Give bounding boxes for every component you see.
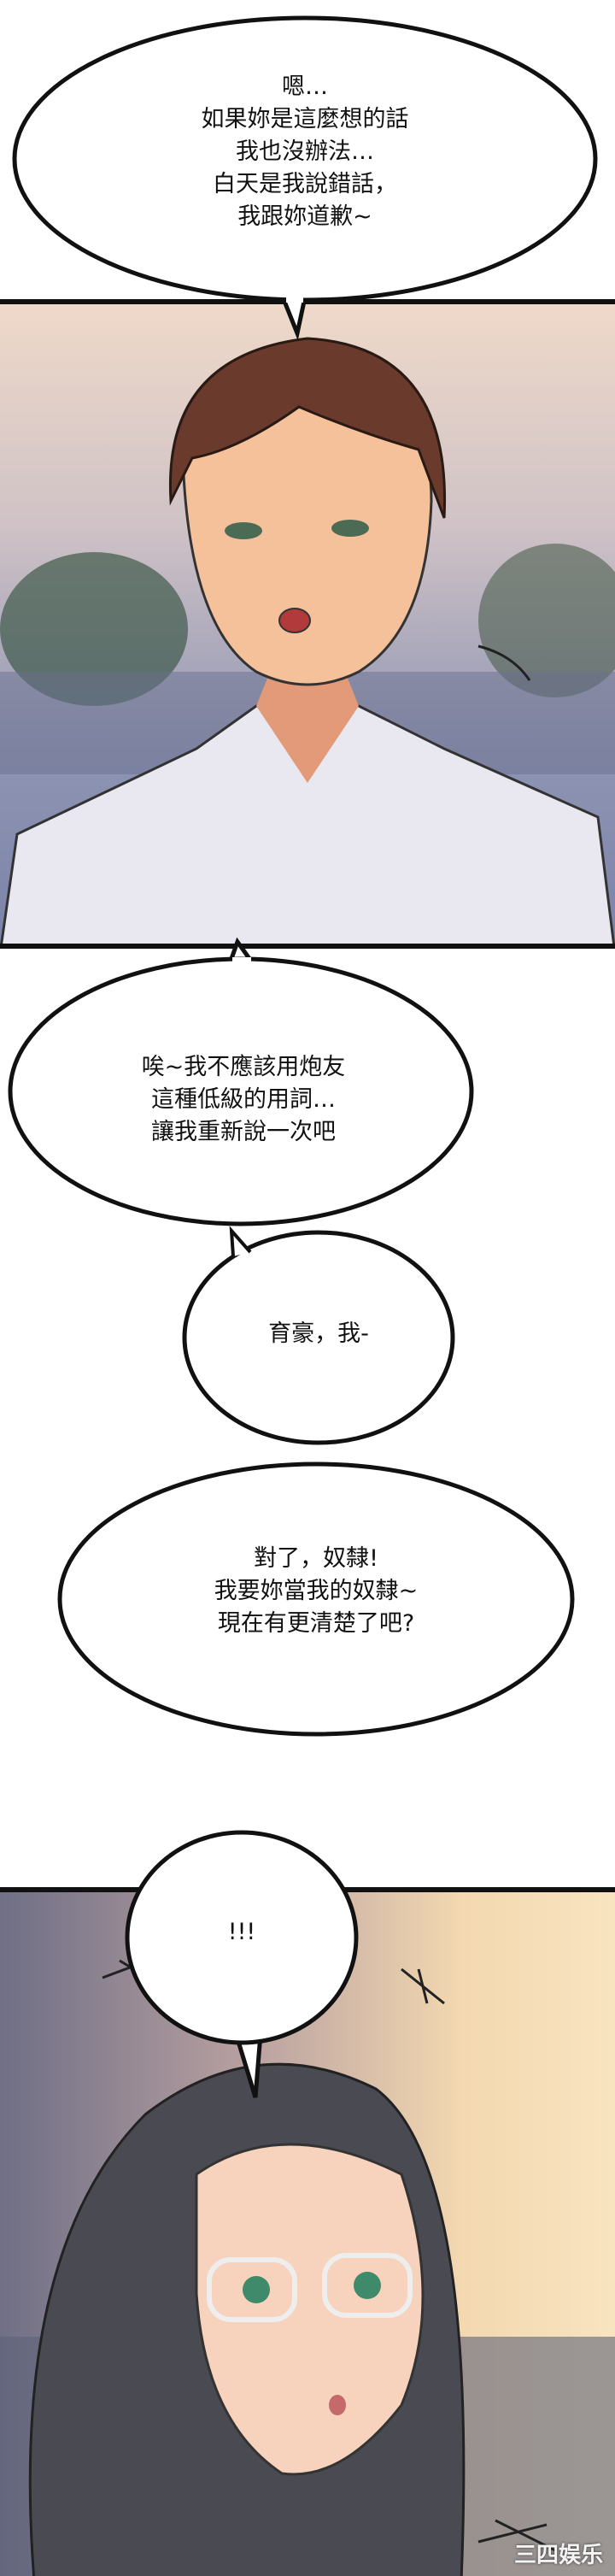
bubble-line: !!! [227, 1919, 256, 1945]
comic-panel-woman: 三四娱乐 [0, 1887, 615, 2576]
speech-bubble-3: 育豪，我- [182, 1226, 455, 1445]
bubble-outline [125, 1830, 359, 2098]
comic-panel-man [0, 299, 615, 949]
bubble-line: 我跟妳道歉~ [237, 203, 372, 230]
bubble-line: 我要妳當我的奴隸~ [214, 1578, 419, 1604]
bubble-outline [12, 15, 598, 341]
bubble-line: 如果妳是這麼想的話 [201, 106, 409, 132]
bubble-line: 現在有更清楚了吧? [217, 1610, 415, 1637]
bubble-line: 嗯… [282, 74, 328, 100]
bubble-line: 讓我重新說一次吧 [151, 1119, 336, 1145]
woman-illustration [0, 1950, 615, 2576]
bubble-outline [57, 1461, 575, 1737]
bubble-line: 育豪，我- [268, 1320, 369, 1347]
speech-bubble-4: 對了，奴隸! 我要妳當我的奴隸~ 現在有更清楚了吧? [57, 1461, 575, 1737]
bubble-outline [182, 1226, 455, 1445]
speech-bubble-2: 唉~我不應該用炮友 這種低級的用詞… 讓我重新說一次吧 [8, 937, 478, 1228]
speech-bubble-5: !!! [125, 1830, 359, 2098]
bubble-line: 白天是我說錯話， [213, 171, 397, 197]
bubble-line: 對了，奴隸! [254, 1545, 378, 1572]
speech-bubble-1: 嗯… 如果妳是這麼想的話 我也沒辦法… 白天是我說錯話， 我跟妳道歉~ [10, 15, 600, 341]
bubble-outline [8, 937, 474, 1226]
bubble-line: 唉~我不應該用炮友 [141, 1054, 346, 1080]
bubble-line: 我也沒辦法… [236, 138, 374, 165]
watermark: 三四娱乐 [513, 2543, 603, 2568]
man-illustration [0, 337, 615, 944]
bubble-line: 這種低級的用詞… [151, 1086, 336, 1113]
